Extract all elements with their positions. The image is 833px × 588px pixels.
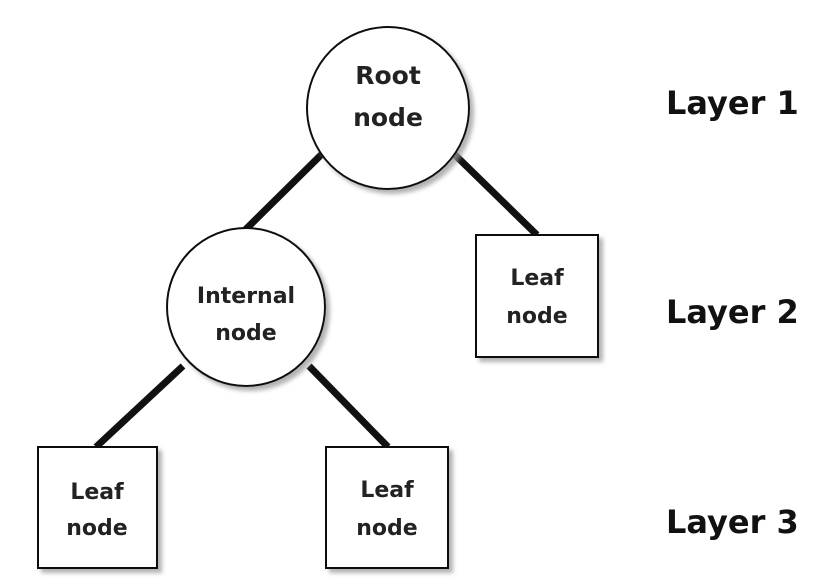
root-node-circle [306,26,470,190]
leaf-node-right-box [475,234,599,358]
leaf-node-bottom-mid-box [325,446,449,569]
leaf-node-bottom-mid: Leaf node [325,446,449,569]
leaf-node-bottom-left: Leaf node [37,446,158,569]
layer-label-2: Layer 2 [666,293,799,331]
leaf-node-right-label-line1: Leaf [510,266,564,291]
edge-root-to-internal [237,149,327,238]
internal-node: Internal node [166,227,326,387]
layer-label-1: Layer 1 [666,84,799,122]
leaf-node-right-label-line2: node [506,304,567,329]
leaf-node-bottom-mid-label-line2: node [356,516,417,541]
layer-label-3: Layer 3 [666,503,799,541]
internal-node-circle [166,227,326,387]
leaf-node-right: Leaf node [475,234,599,358]
leaf-node-bottom-left-label-line1: Leaf [70,480,124,505]
leaf-node-bottom-left-label-line2: node [66,516,127,541]
root-node: Root node [306,26,470,190]
root-node-label-line1: Root [355,61,421,90]
leaf-node-bottom-left-box [37,446,158,569]
edge-internal-to-leaf-left [93,363,186,450]
internal-node-label-line1: Internal [197,284,295,309]
edge-internal-to-leaf-mid [306,363,391,450]
internal-node-label-line2: node [215,321,276,346]
edges [93,149,540,450]
leaf-node-bottom-mid-label-line1: Leaf [360,478,414,503]
edge-root-to-leaf-right [449,149,540,238]
root-node-label-line2: node [353,103,423,132]
